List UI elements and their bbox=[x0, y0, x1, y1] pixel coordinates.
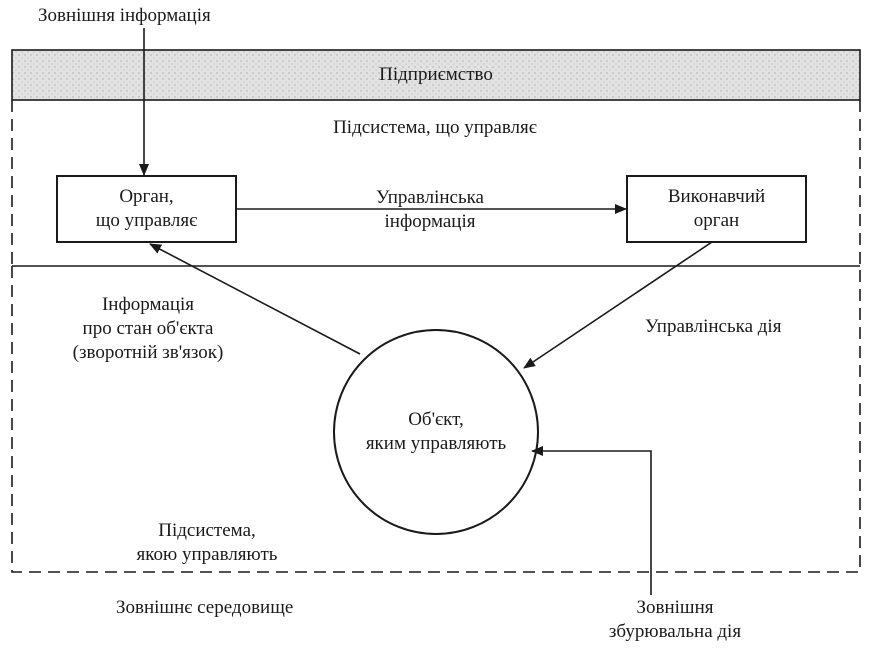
managing-subsystem-label: Підсистема, що управляє bbox=[333, 117, 537, 138]
managing-organ-line2: що управляє bbox=[95, 210, 198, 231]
executive-organ-box: Виконавчий орган bbox=[626, 175, 807, 243]
managed-subsystem-frame bbox=[11, 266, 861, 573]
enterprise-band bbox=[11, 49, 861, 101]
feedback-arrow bbox=[149, 243, 361, 355]
managed-subsystem-line1: Підсистема, bbox=[158, 520, 256, 541]
managed-object-line1: Об'єкт, bbox=[408, 409, 464, 430]
disturbance-arrow bbox=[531, 446, 652, 595]
managed-subsystem-label: Підсистема, якою управляють bbox=[110, 519, 304, 567]
disturbance-label: Зовнішня збурювальна дія bbox=[580, 596, 770, 644]
environment-label: Зовнішнє середовище bbox=[116, 597, 294, 618]
managed-subsystem-line2: якою управляють bbox=[136, 544, 278, 565]
managing-subsystem-frame bbox=[11, 100, 861, 266]
feedback-line3: (зворотній зв'язок) bbox=[72, 342, 224, 363]
managed-object-label: Об'єкт, яким управляють bbox=[334, 354, 538, 510]
managed-object-line2: яким управляють bbox=[365, 433, 507, 454]
managed-object-circle bbox=[333, 329, 539, 535]
control-action-label: Управлінська дія bbox=[645, 316, 782, 337]
executive-organ-line2: орган bbox=[693, 210, 740, 231]
feedback-line2: про стан об'єкта bbox=[82, 318, 214, 339]
disturbance-line1: Зовнішня bbox=[636, 597, 714, 618]
enterprise-label: Підприємство bbox=[379, 64, 493, 85]
control-action-arrow bbox=[523, 241, 713, 369]
feedback-label: Інформація про стан об'єкта (зворотній з… bbox=[44, 293, 252, 365]
managing-organ-line1: Орган, bbox=[119, 186, 174, 207]
control-info-line2: інформація bbox=[384, 211, 476, 232]
feedback-line1: Інформація bbox=[101, 294, 195, 315]
control-info-line1: Управлінська bbox=[375, 187, 484, 208]
executive-organ-line1: Виконавчий bbox=[667, 186, 766, 207]
managing-organ-box: Орган, що управляє bbox=[56, 175, 237, 243]
disturbance-line2: збурювальна дія bbox=[608, 621, 742, 642]
external-info-label: Зовнішня інформація bbox=[38, 5, 211, 26]
control-info-label: Управлінська інформація bbox=[330, 186, 530, 234]
